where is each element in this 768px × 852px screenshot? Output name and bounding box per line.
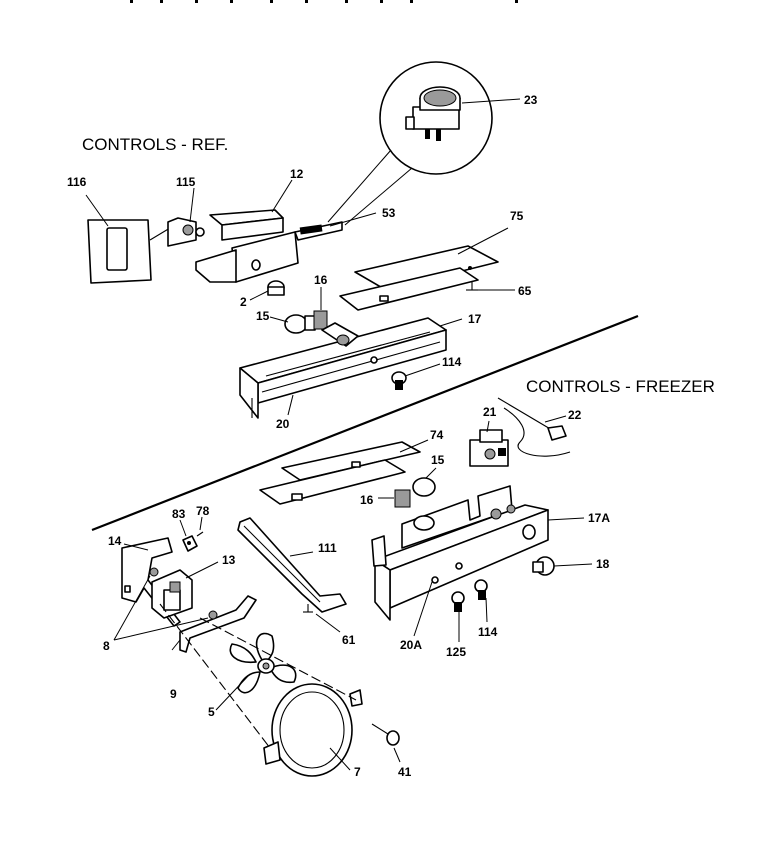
label-13: 13 xyxy=(222,553,236,567)
label-61: 61 xyxy=(342,633,356,647)
bulb-socket-ref xyxy=(269,287,328,334)
label-115: 115 xyxy=(176,175,196,189)
parts-83-78 xyxy=(179,516,204,552)
label-74: 74 xyxy=(430,428,444,442)
label-7: 7 xyxy=(354,765,361,779)
label-16-ref: 16 xyxy=(314,273,328,287)
label-14: 14 xyxy=(108,534,122,548)
part-114-knob-ref xyxy=(391,363,441,390)
top-edge-marks xyxy=(130,0,518,3)
label-53: 53 xyxy=(382,206,396,220)
part-18-knob xyxy=(532,556,593,576)
label-17: 17 xyxy=(468,312,482,326)
part-111-bracket xyxy=(237,517,347,633)
part-116-bezel xyxy=(85,194,171,284)
label-9: 9 xyxy=(170,687,177,701)
part-17a-housing xyxy=(371,485,585,621)
label-18: 18 xyxy=(596,557,610,571)
part-13-motor xyxy=(151,561,219,619)
label-65: 65 xyxy=(518,284,532,298)
part-8-bracket xyxy=(113,567,257,653)
part-17-housing xyxy=(239,317,463,419)
part-12-housing xyxy=(167,179,377,283)
part-21-thermostat xyxy=(469,420,509,467)
alignment-lines xyxy=(159,603,357,749)
label-21: 21 xyxy=(483,405,497,419)
label-8: 8 xyxy=(103,639,110,653)
label-2: 2 xyxy=(240,295,247,309)
title-controls-freezer: CONTROLS - FREEZER xyxy=(526,377,715,396)
label-5: 5 xyxy=(208,705,215,719)
detail-circle-23 xyxy=(327,61,521,226)
label-75: 75 xyxy=(510,209,524,223)
part-75-cover xyxy=(339,227,515,311)
label-22: 22 xyxy=(568,408,582,422)
label-78: 78 xyxy=(196,504,210,518)
label-111: 111 xyxy=(318,541,337,555)
label-15-ref: 15 xyxy=(256,309,270,323)
parts-114-125-freezer xyxy=(413,579,488,642)
label-114-ref: 114 xyxy=(442,355,462,369)
label-83: 83 xyxy=(172,507,186,521)
part-labels: 23 116 115 12 53 75 65 2 16 15 17 114 20… xyxy=(67,93,610,779)
label-20: 20 xyxy=(276,417,290,431)
label-114-freezer: 114 xyxy=(478,625,498,639)
label-20a: 20A xyxy=(400,638,422,652)
label-41: 41 xyxy=(398,765,412,779)
title-controls-ref: CONTROLS - REF. xyxy=(82,135,228,154)
label-116: 116 xyxy=(67,175,87,189)
label-125: 125 xyxy=(446,645,466,659)
label-15-freezer: 15 xyxy=(431,453,445,467)
bulb-socket-freezer xyxy=(378,467,437,508)
section-divider xyxy=(91,314,639,532)
label-17a: 17A xyxy=(588,511,610,525)
part-74-cover xyxy=(259,439,429,505)
part-41-screw xyxy=(371,723,401,763)
label-12: 12 xyxy=(290,167,304,181)
label-16-freezer: 16 xyxy=(360,493,374,507)
label-23: 23 xyxy=(524,93,538,107)
part-5-fan-blade xyxy=(215,632,297,711)
part-2-knob xyxy=(249,280,285,301)
part-22-sensor xyxy=(497,397,571,457)
part-7-shroud xyxy=(263,683,363,777)
